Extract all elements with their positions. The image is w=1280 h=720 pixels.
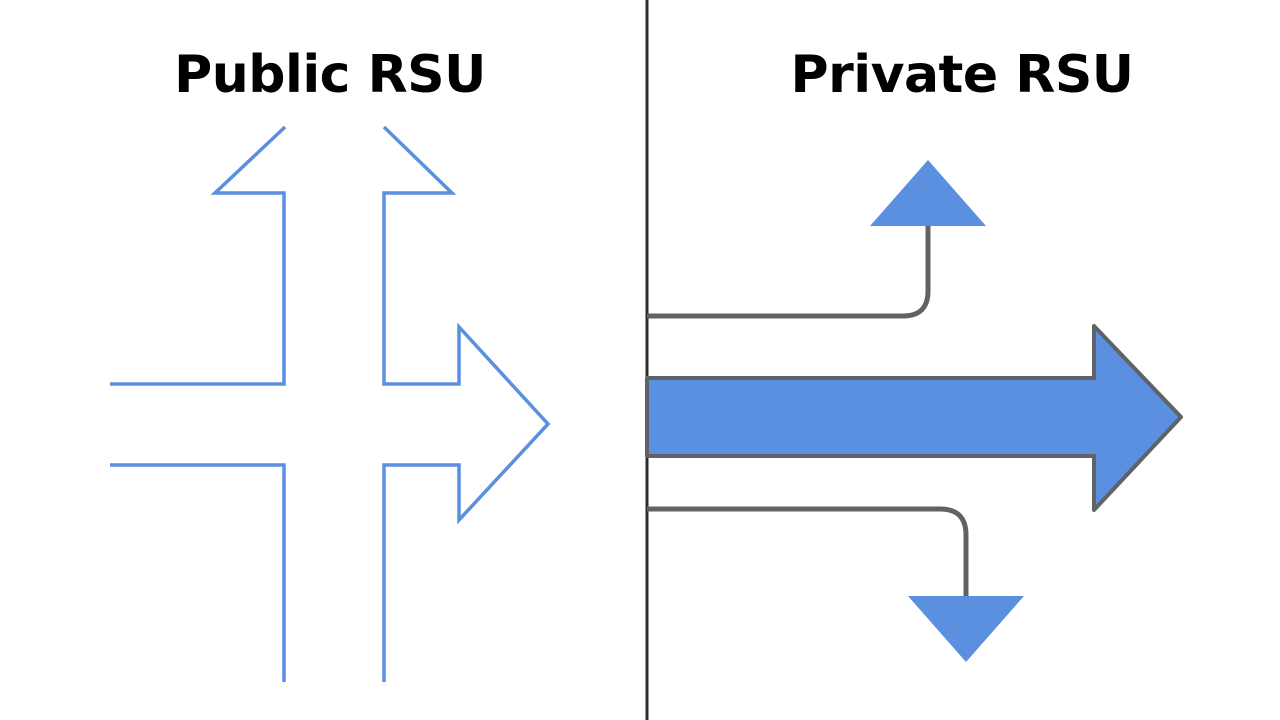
lower-branch-line bbox=[647, 506, 969, 600]
up-arrow-left-outline bbox=[110, 125, 287, 386]
branching-arrows-icon bbox=[645, 160, 1183, 662]
down-triangle-icon bbox=[908, 596, 1024, 662]
intersection-arrows-icon bbox=[110, 125, 551, 682]
private-rsu-title: Private RSU bbox=[790, 45, 1134, 105]
main-arrow bbox=[645, 324, 1183, 512]
up-triangle-icon bbox=[870, 160, 986, 226]
up-right-arrow-outline bbox=[382, 125, 551, 682]
public-rsu-title: Public RSU bbox=[174, 45, 486, 105]
lower-left-corner-outline bbox=[110, 463, 286, 682]
upper-branch-line bbox=[647, 220, 931, 319]
